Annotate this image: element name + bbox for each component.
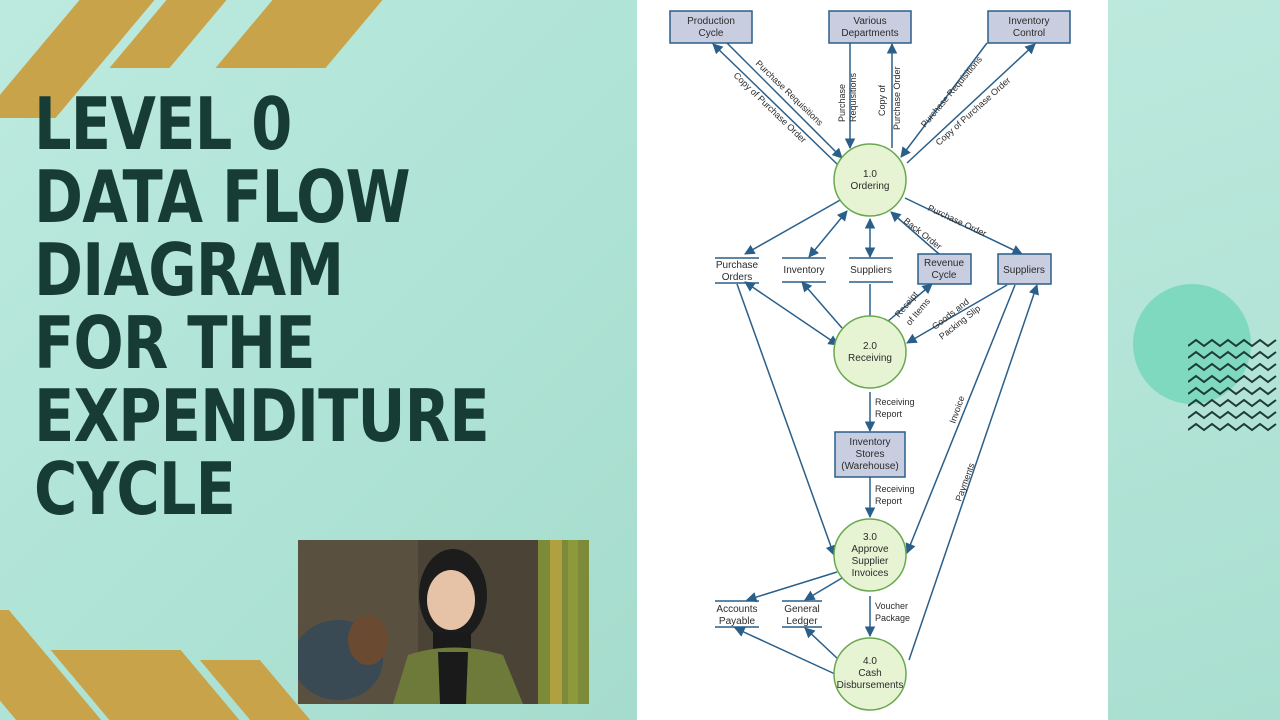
flow-label-invoice: Invoice — [947, 394, 966, 424]
flow-label-purchase-order: Purchase Order — [926, 203, 988, 239]
flow-receiving-to-purchase-orders — [744, 281, 839, 346]
process-2-number: 2.0 — [863, 341, 877, 352]
flow-label-payments: Payments — [953, 461, 976, 502]
entity-departments-line2: Departments — [841, 28, 898, 39]
flow-label-receiving-report-1-line1: Receiving — [875, 397, 915, 407]
flow-label-copy-po-1: Copy of Purchase Order — [732, 70, 809, 145]
entity-revenue-cycle — [917, 253, 972, 285]
process-4-number: 4.0 — [863, 656, 877, 667]
flow-label-receiving-report-2-line1: Receiving — [875, 484, 915, 494]
webcam-overlay — [298, 540, 589, 704]
flow-revenue-to-ordering — [890, 211, 940, 255]
entity-production-line1: Production — [687, 16, 735, 27]
flow-ordering-to-invcontrol — [906, 43, 1036, 164]
store-gl-line1: General — [784, 604, 820, 615]
flow-label-receiving-report-1-line2: Report — [875, 409, 903, 419]
entity-suppliers-label: Suppliers — [1003, 265, 1045, 276]
process-cash-disbursements — [833, 637, 907, 711]
flow-ordering-to-suppliers — [904, 197, 1023, 255]
entity-revenue-line1: Revenue — [924, 258, 964, 269]
store-ap-line2: Payable — [719, 616, 756, 627]
flow-suppliers-invoice — [905, 284, 1016, 554]
flow-ordering-to-production — [712, 43, 838, 165]
diagram-panel: Production Cycle Various Departments Inv… — [637, 0, 1108, 720]
entity-stores-line2: Stores — [856, 449, 885, 460]
process-3-line2: Supplier — [852, 556, 889, 567]
process-2-label: Receiving — [848, 353, 892, 364]
process-1-label: Ordering — [851, 181, 890, 192]
process-3-line1: Approve — [851, 544, 889, 555]
entity-various-departments — [828, 10, 912, 44]
entity-production-cycle — [669, 10, 753, 44]
flow-label-voucher-line1: Voucher — [875, 601, 908, 611]
entity-stores-line3: (Warehouse) — [841, 461, 898, 472]
flow-ordering-inventory — [808, 210, 848, 258]
store-gl-line2: Ledger — [786, 616, 818, 627]
webcam-presenter-image — [298, 540, 589, 704]
zigzag-decoration — [1188, 338, 1277, 432]
store-purchase-orders-line2: Orders — [722, 272, 753, 283]
flow-suppliers-to-receiving — [906, 284, 1008, 344]
flow-approve-to-general-ledger — [804, 577, 843, 601]
store-purchase-orders-line1: Purchase — [716, 260, 759, 271]
process-3-line3: Invoices — [852, 568, 889, 579]
flow-cash-to-accounts-payable — [734, 627, 836, 675]
flow-receiving-to-inventory — [801, 281, 843, 329]
flow-label-receiving-report-2-line2: Report — [875, 496, 903, 506]
store-suppliers-label: Suppliers — [850, 265, 892, 276]
flow-label-dept-cpo-line1: Copy of — [877, 84, 887, 116]
flow-cash-to-general-ledger — [804, 627, 840, 661]
flow-payments — [908, 284, 1039, 661]
store-ap-line1: Accounts — [716, 604, 757, 615]
flow-invcontrol-to-ordering — [900, 42, 988, 158]
flow-label-voucher-line2: Package — [875, 613, 910, 623]
process-3-number: 3.0 — [863, 532, 877, 543]
process-1-number: 1.0 — [863, 169, 877, 180]
entity-production-line2: Cycle — [698, 28, 723, 39]
process-receiving — [833, 315, 907, 389]
entity-invcontrol-line1: Inventory — [1008, 16, 1049, 27]
data-flow-diagram: Production Cycle Various Departments Inv… — [669, 10, 1071, 711]
flow-ordering-to-purchase-orders — [744, 198, 843, 255]
entity-departments-line1: Various — [853, 16, 886, 27]
flow-receiving-to-revenue — [886, 283, 933, 323]
process-4-line1: Cash — [858, 668, 881, 679]
entity-invcontrol-line2: Control — [1013, 28, 1045, 39]
flow-label-back-order: Back Order — [902, 216, 944, 252]
entity-revenue-line2: Cycle — [931, 270, 956, 281]
flow-label-copy-po-2: Copy of Purchase Order — [934, 75, 1013, 147]
entity-stores-line1: Inventory — [849, 437, 890, 448]
flow-production-to-ordering — [726, 42, 843, 159]
entity-inventory-stores — [834, 431, 906, 478]
slide-title: LEVEL 0 DATA FLOW DIAGRAM FOR THE EXPEND… — [34, 82, 490, 531]
flow-label-purchase-requisitions-2: Purchase Requisitions — [919, 54, 985, 129]
flow-label-dept-pr-line2: Requisitions — [848, 72, 858, 122]
flow-label-dept-cpo-line2: Purchase Order — [892, 66, 902, 130]
entity-inventory-control — [987, 10, 1071, 44]
process-ordering — [833, 143, 907, 217]
process-approve-invoices — [833, 518, 907, 592]
flow-purchase-orders-to-approve — [736, 283, 836, 556]
store-inventory-label: Inventory — [783, 265, 824, 276]
entity-suppliers — [997, 253, 1052, 285]
flow-label-dept-pr-line1: Purchase — [837, 84, 847, 122]
flow-approve-to-accounts-payable — [745, 571, 838, 603]
process-4-line2: Disbursements — [837, 680, 904, 691]
